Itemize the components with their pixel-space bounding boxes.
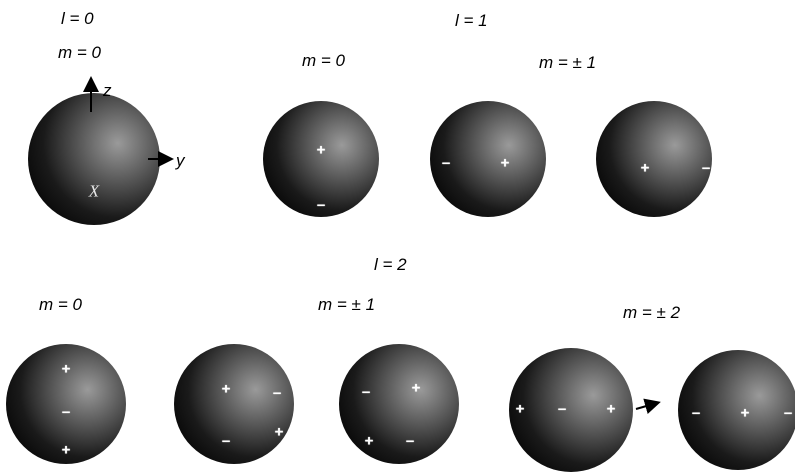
plus-marker: +	[741, 406, 750, 421]
sphere-l0-m0	[28, 93, 160, 225]
plus-marker: +	[607, 402, 616, 417]
minus-marker: –	[362, 385, 370, 400]
plus-marker: +	[641, 161, 650, 176]
label-l1-m1: m = ± 1	[539, 54, 596, 71]
minus-marker: –	[62, 405, 70, 420]
y-axis-label: y	[176, 152, 185, 169]
plus-marker: +	[412, 381, 421, 396]
label-l1-m0: m = 0	[302, 52, 345, 69]
plus-marker: +	[62, 443, 71, 458]
label-l1-m0-text: m = 0	[302, 51, 345, 70]
label-l0: l = 0	[61, 10, 94, 27]
minus-marker: –	[442, 156, 450, 171]
label-l2-m1: m = ± 1	[318, 296, 375, 313]
sphere-l2-m1a	[174, 344, 294, 464]
label-l2-m1-text: m = ± 1	[318, 295, 375, 314]
label-l2-m0: m = 0	[39, 296, 82, 313]
label-l0-m0: m = 0	[58, 44, 101, 61]
label-l2: l = 2	[374, 256, 407, 273]
plus-marker: +	[275, 425, 284, 440]
minus-marker: –	[317, 198, 325, 213]
plus-marker: +	[365, 434, 374, 449]
minus-marker: –	[406, 434, 414, 449]
plus-marker: +	[222, 382, 231, 397]
minus-marker: –	[222, 434, 230, 449]
label-l1: l = 1	[455, 12, 488, 29]
sphere-l1-m1b	[596, 101, 712, 217]
plus-marker: +	[501, 156, 510, 171]
plus-marker: +	[516, 402, 525, 417]
x-axis-label: X	[89, 183, 99, 200]
minus-marker: –	[702, 161, 710, 176]
label-l0-text: l = 0	[61, 9, 94, 28]
label-l2-m2: m = ± 2	[623, 304, 680, 321]
plus-marker: +	[62, 362, 71, 377]
plus-marker: +	[317, 143, 326, 158]
label-l0-m0-text: m = 0	[58, 43, 101, 62]
label-l2-text: l = 2	[374, 255, 407, 274]
sphere-l2-m1b	[339, 344, 459, 464]
label-l2-m0-text: m = 0	[39, 295, 82, 314]
label-l1-m1-text: m = ± 1	[539, 53, 596, 72]
label-l1-text: l = 1	[455, 11, 488, 30]
label-l2-m2-text: m = ± 2	[623, 303, 680, 322]
minus-marker: –	[692, 406, 700, 421]
minus-marker: –	[273, 386, 281, 401]
minus-marker: –	[558, 402, 566, 417]
rotation-arrow	[636, 403, 657, 409]
z-axis-label: z	[103, 82, 112, 99]
minus-marker: –	[784, 406, 792, 421]
